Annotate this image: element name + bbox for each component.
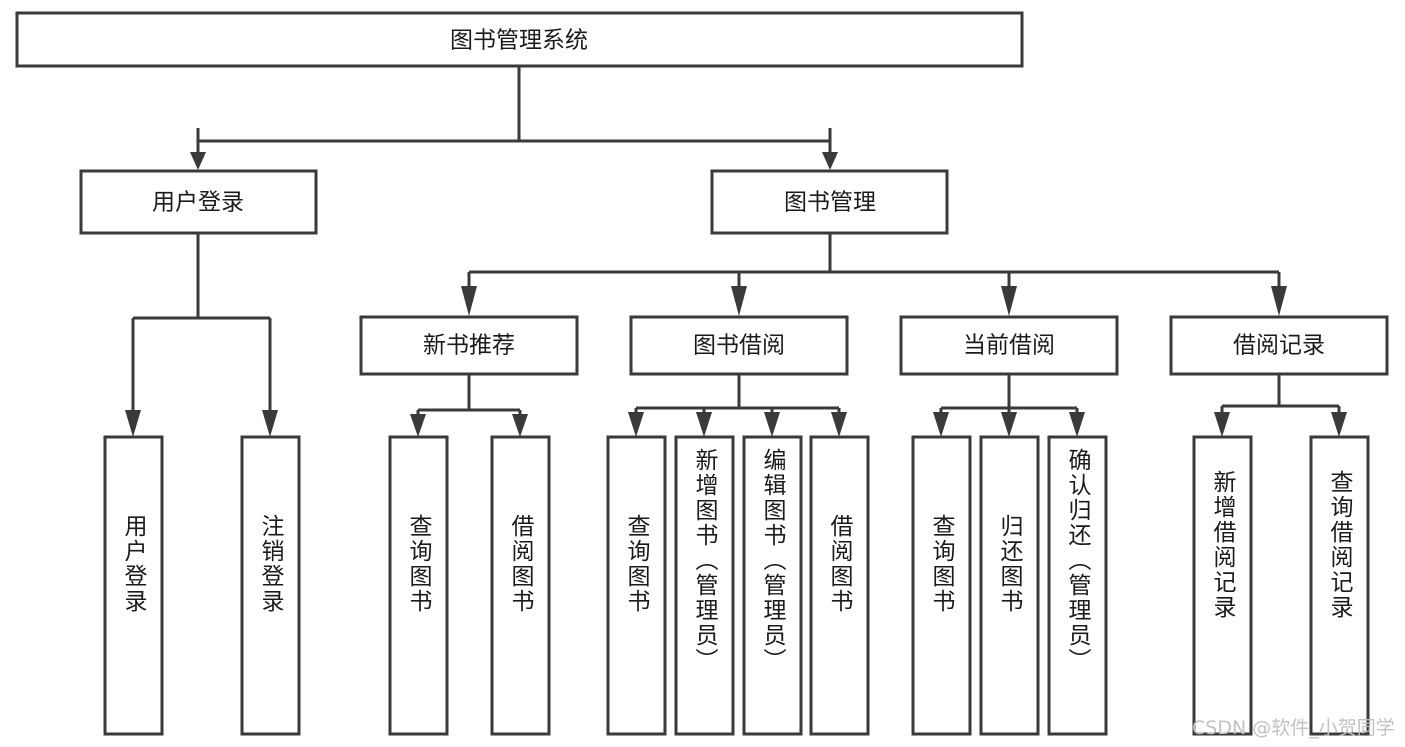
arrow-head-borrow-record [1271,286,1287,316]
leaf-query-record-label: 查询借阅记录 [1326,470,1354,620]
node-user-login-box[interactable] [79,169,318,235]
node-user-login[interactable]: 用户登录 [79,169,318,235]
leaf-confirm-return-label: 确认归还（管理员） [1064,448,1092,673]
node-book-borrow[interactable]: 图书借阅 [629,315,849,376]
leaf-query-book-3-label: 查询图书 [928,514,956,614]
node-borrow-record[interactable]: 借阅记录 [1169,315,1389,376]
leaf-user-login[interactable]: 用户登录 [103,435,164,736]
node-book-management[interactable]: 图书管理 [710,169,949,235]
leaf-query-book-3-box[interactable] [911,435,972,736]
arrow-head-current-borrow [1001,286,1017,316]
node-user-login-label: 用户登录 [152,190,244,216]
node-root-box[interactable] [15,11,1024,68]
arrow-head-leaf-user-logout [262,410,278,437]
arrow-head-user-login [190,152,206,170]
leaf-edit-book[interactable]: 编辑图书（管理员） [742,435,803,736]
leaf-confirm-return-box[interactable] [1047,435,1108,736]
leaf-user-logout[interactable]: 注销登录 [240,435,301,736]
arrow-head-book-borrow [731,286,747,316]
leaf-borrow-book-1-box[interactable] [490,435,551,736]
leaf-query-record-box[interactable] [1309,435,1370,736]
arrow-head-leaf-query-record [1331,412,1347,437]
node-book-management-box[interactable] [710,169,949,235]
arrow-head-book-management [822,152,838,170]
leaf-confirm-return[interactable]: 确认归还（管理员） [1047,435,1108,736]
leaf-return-book-box[interactable] [979,435,1040,736]
arrow-head-leaf-user-login [125,410,141,437]
leaf-query-book-2-box[interactable] [606,435,667,736]
leaf-borrow-book-2[interactable]: 借阅图书 [809,435,870,736]
leaf-return-book[interactable]: 归还图书 [979,435,1040,736]
leaf-query-book-3[interactable]: 查询图书 [911,435,972,736]
leaf-query-book-2[interactable]: 查询图书 [606,435,667,736]
arrow-head-leaf-query-book-3 [933,412,949,437]
node-root[interactable]: 图书管理系统 [15,11,1024,68]
node-new-book-recommend[interactable]: 新书推荐 [359,315,579,376]
leaf-query-book-2-label: 查询图书 [623,514,651,614]
node-current-borrow-box[interactable] [899,315,1119,376]
leaf-user-login-label: 用户登录 [120,514,148,614]
leaf-borrow-book-1-label: 借阅图书 [507,514,535,614]
leaf-query-book-1-label: 查询图书 [405,514,433,614]
node-current-borrow-label: 当前借阅 [963,333,1055,359]
arrow-head-new-book-recommend [461,286,477,316]
leaf-add-book-label: 新增图书（管理员） [691,448,719,673]
arrow-head-leaf-query-book-2 [628,412,644,437]
leaf-query-book-1[interactable]: 查询图书 [388,435,449,736]
node-book-management-label: 图书管理 [784,190,876,216]
node-root-label: 图书管理系统 [450,28,588,54]
leaf-edit-book-box[interactable] [742,435,803,736]
node-new-book-recommend-label: 新书推荐 [423,333,515,359]
leaf-add-book[interactable]: 新增图书（管理员） [674,435,735,736]
node-current-borrow[interactable]: 当前借阅 [899,315,1119,376]
arrow-head-leaf-add-record [1214,412,1230,437]
arrow-head-leaf-borrow-book-2 [831,412,847,437]
leaf-borrow-book-2-box[interactable] [809,435,870,736]
leaf-user-logout-box[interactable] [240,435,301,736]
leaf-borrow-book-2-label: 借阅图书 [826,514,854,614]
connector-layer [125,66,1347,437]
arrow-head-leaf-add-book [696,412,712,437]
watermark-label: CSDN @软件_小贺同学 [1192,717,1395,739]
node-book-borrow-label: 图书借阅 [693,333,785,359]
leaf-edit-book-label: 编辑图书（管理员） [759,448,787,673]
arrow-head-leaf-borrow-book-1 [512,414,528,437]
leaf-add-record[interactable]: 新增借阅记录 [1192,435,1253,736]
leaf-borrow-book-1[interactable]: 借阅图书 [490,435,551,736]
arrow-head-leaf-confirm-return [1069,412,1085,437]
leaf-query-book-1-box[interactable] [388,435,449,736]
node-borrow-record-label: 借阅记录 [1233,333,1325,359]
leaf-query-record[interactable]: 查询借阅记录 [1309,435,1370,736]
leaf-user-logout-label: 注销登录 [257,514,285,614]
leaf-user-login-box[interactable] [103,435,164,736]
leaf-add-record-label: 新增借阅记录 [1209,470,1237,620]
arrow-head-leaf-return-book [1001,412,1017,437]
arrow-head-leaf-query-book-1 [410,414,426,437]
node-borrow-record-box[interactable] [1169,315,1389,376]
arrow-head-leaf-edit-book [764,412,780,437]
node-new-book-recommend-box[interactable] [359,315,579,376]
node-book-borrow-box[interactable] [629,315,849,376]
leaf-add-record-box[interactable] [1192,435,1253,736]
leaf-return-book-label: 归还图书 [996,514,1024,614]
leaf-add-book-box[interactable] [674,435,735,736]
